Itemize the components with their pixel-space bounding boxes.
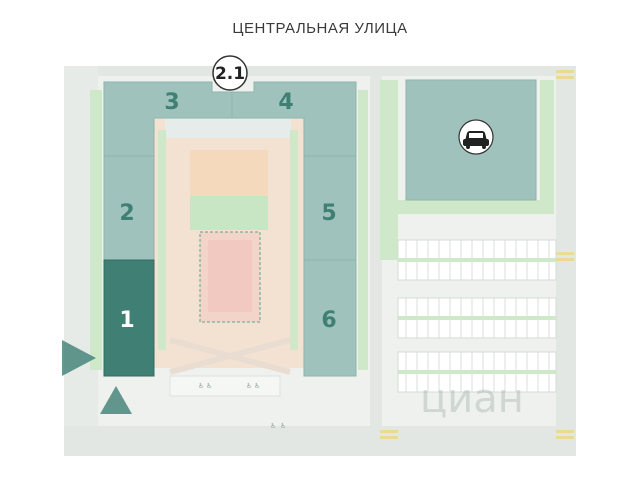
building-3-label: 3 [164, 90, 179, 115]
watermark: циан [420, 376, 524, 422]
parking-lots [397, 239, 557, 393]
street-name: ЦЕНТРАЛЬНАЯ УЛИЦА [232, 20, 408, 37]
building-5[interactable] [303, 155, 357, 261]
section-marker-label: 2.1 [215, 64, 245, 84]
building-4-label: 4 [278, 90, 293, 115]
building-6-label: 6 [321, 308, 336, 333]
entrance-arrow-icon [62, 340, 132, 414]
building-6[interactable] [303, 259, 357, 377]
bottom-road [64, 426, 576, 456]
building-2[interactable] [103, 155, 155, 261]
svg-text:♿: ♿ [270, 422, 276, 430]
car-icon [458, 119, 494, 155]
svg-text:♿: ♿ [254, 382, 260, 390]
section-marker[interactable]: 2.1 [212, 55, 248, 91]
building-1[interactable] [103, 259, 155, 377]
building-5-label: 5 [321, 201, 336, 226]
svg-text:♿: ♿ [246, 382, 252, 390]
svg-text:♿: ♿ [280, 422, 286, 430]
building-1-label: 1 [119, 308, 134, 333]
building-2-label: 2 [119, 201, 134, 226]
svg-text:♿: ♿ [206, 382, 212, 390]
svg-text:♿: ♿ [198, 382, 204, 390]
